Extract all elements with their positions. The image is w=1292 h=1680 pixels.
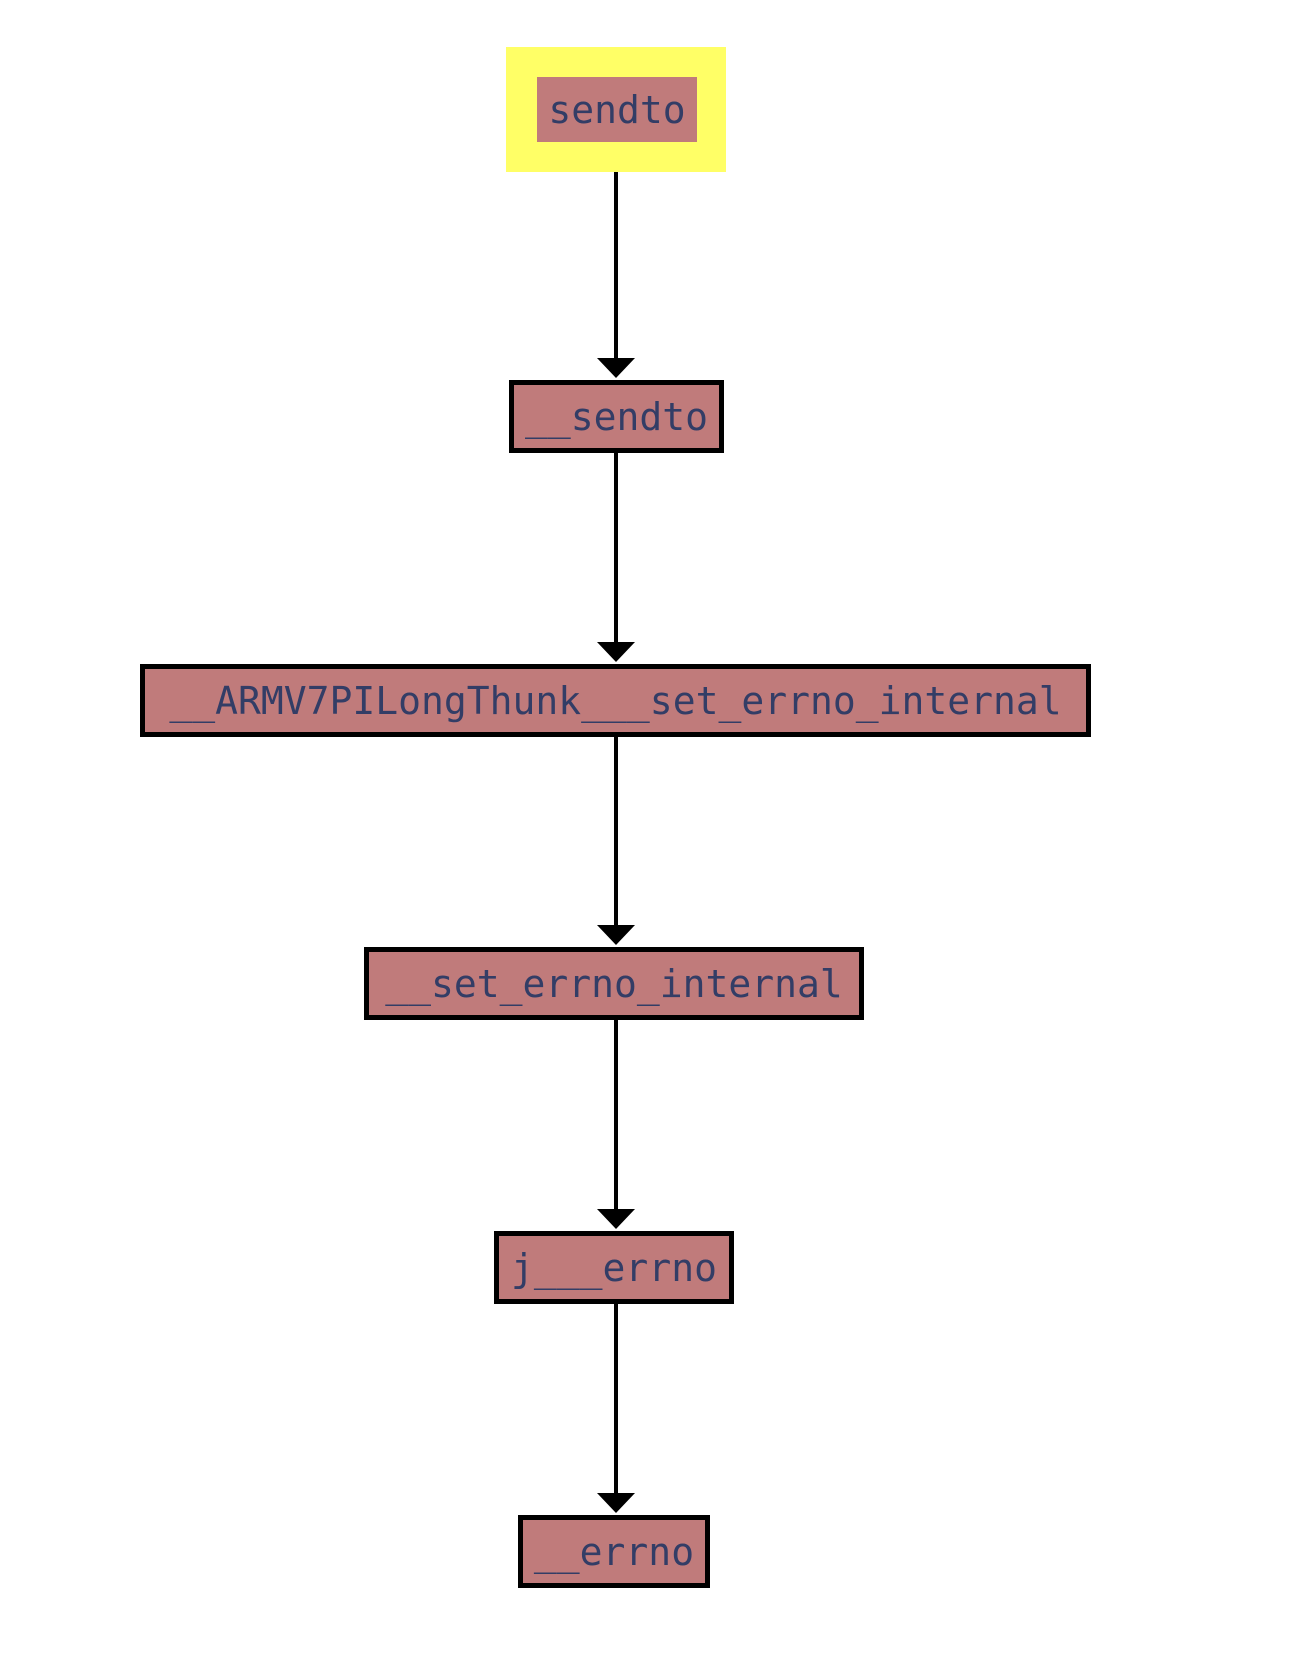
- edge-arrowhead-j_errno: [597, 1209, 635, 1229]
- graph-node-errno[interactable]: __errno: [518, 1515, 710, 1588]
- graph-node-j-errno[interactable]: j___errno: [494, 1231, 734, 1304]
- graph-node-sendto[interactable]: sendto: [537, 77, 697, 142]
- edge-arrowhead-set_errno: [597, 925, 635, 945]
- graph-node-__sendto[interactable]: __sendto: [509, 380, 724, 453]
- graph-node-armv7pi-long-thunk[interactable]: __ARMV7PILongThunk___set_errno_internal: [140, 664, 1091, 737]
- edge-arrowhead-errno: [597, 1493, 635, 1513]
- edge-arrowhead-__sendto: [597, 358, 635, 378]
- edge-arrowhead-thunk: [597, 642, 635, 662]
- graph-node-set-errno-internal[interactable]: __set_errno_internal: [364, 947, 864, 1020]
